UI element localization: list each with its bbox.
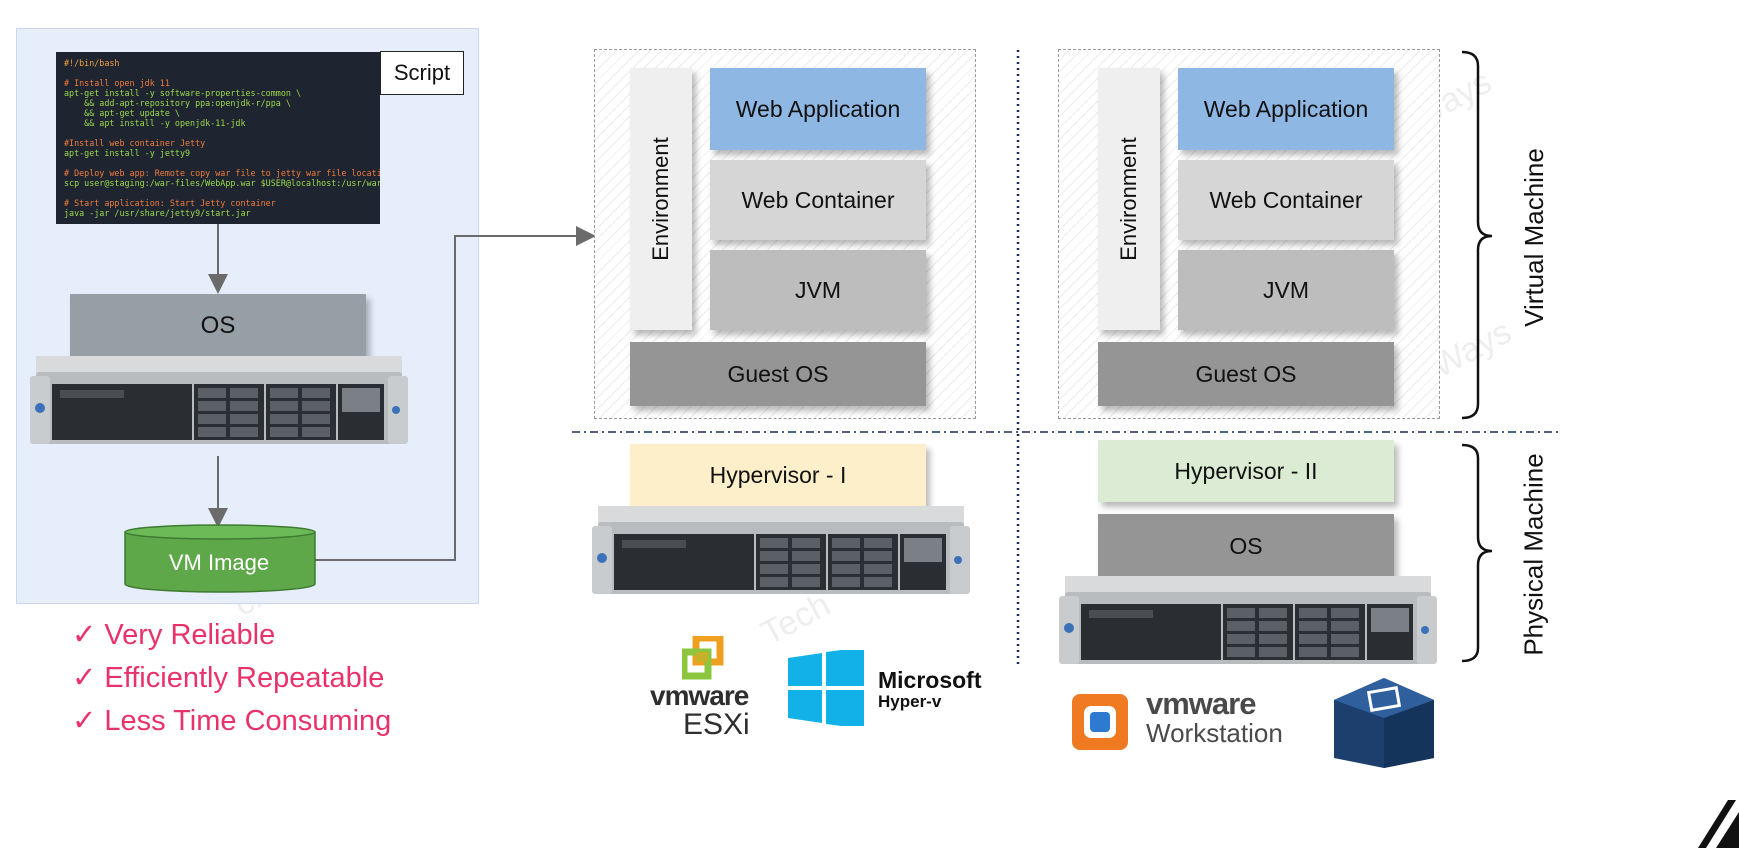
code-line: java -jar /usr/share/jetty9/start.jar [64,208,251,218]
code-line: #!/bin/bash [64,58,120,68]
vmware-esxi-product: ESXi [683,708,750,741]
jvm-layer: JVM [710,250,926,330]
corner-decoration-icon [1698,800,1739,848]
code-line: apt-get install -y jetty9 [64,148,191,158]
server-icon [1059,576,1437,664]
hypervisor-type2-layer: Hypervisor - II [1098,440,1394,502]
windows-icon [788,650,864,726]
environment-layer: Environment [630,68,692,330]
brace-virtual-machine [1461,50,1493,420]
code-line: #Install web container Jetty [64,138,206,148]
benefit-item: ✓ Less Time Consuming [72,705,392,737]
hypervisor-type1-layer: Hypervisor - I [630,444,926,506]
arrow-image-to-vm [314,226,596,561]
server-icon [592,506,970,594]
code-line: # Deploy web app: Remote copy war file t… [64,168,380,178]
benefit-item: ✓ Efficiently Repeatable [72,662,385,694]
code-line: # Start application: Start Jetty contain… [64,198,276,208]
jvm-layer: JVM [1178,250,1394,330]
vmware-esxi-brand: vmware [650,680,749,711]
web-application-layer: Web Application [1178,68,1394,150]
physical-machine-label: Physical Machine [1518,452,1549,656]
vm-image-cylinder [124,524,316,593]
brace-physical-machine [1461,443,1493,663]
vmware-workstation-brand: vmware [1146,686,1256,721]
hyperv-brand: Microsoft [878,667,982,693]
web-application-layer: Web Application [710,68,926,150]
server-icon [30,356,408,444]
os-layer: OS [70,294,366,358]
host-os-layer: OS [1098,514,1394,578]
web-container-layer: Web Container [710,160,926,240]
code-line: scp user@staging:/war-files/WebApp.war $… [64,178,380,188]
code-line: && apt install -y openjdk-11-jdk [64,118,246,128]
vmware-esxi-icon [682,636,724,680]
code-line: && apt-get update \ [64,108,180,118]
parallels-icon [1072,694,1128,750]
code-line: # Install open jdk 11 [64,78,170,88]
vmware-workstation-product: Workstation [1146,718,1283,748]
benefit-item: ✓ Very Reliable [72,619,276,651]
hyperv-product: Hyper-v [878,692,942,711]
web-container-layer: Web Container [1178,160,1394,240]
virtual-machine-label: Virtual Machine [1518,147,1549,327]
script-label: Script [380,51,464,95]
code-line: apt-get install -y software-properties-c… [64,88,301,98]
virtualbox-icon [1334,678,1434,768]
environment-layer: Environment [1098,68,1160,330]
code-line: && add-apt-repository ppa:openjdk-r/ppa … [64,98,291,108]
guest-os-layer: Guest OS [1098,342,1394,406]
guest-os-layer: Guest OS [630,342,926,406]
vm-image-label: VM Image [168,550,270,575]
